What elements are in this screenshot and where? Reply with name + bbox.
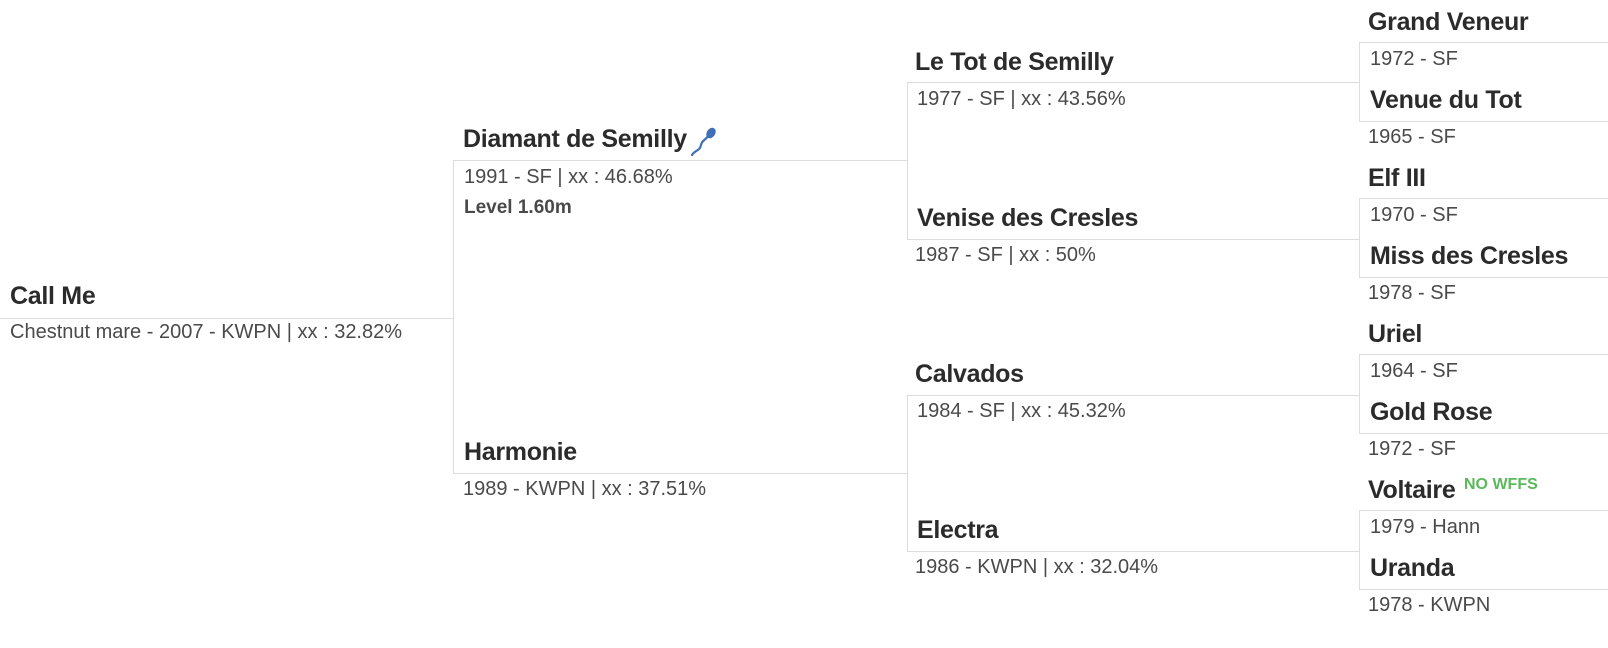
connector-line <box>907 82 908 240</box>
ggd-info: 1978 - KWPN <box>1368 594 1491 616</box>
stallion-sperm-icon <box>688 126 718 163</box>
sire-name[interactable]: Diamant de Semilly <box>463 125 687 153</box>
connector-line <box>453 160 907 161</box>
ggs-name[interactable]: Grand Veneur <box>1368 8 1529 36</box>
connector-line <box>1359 198 1608 199</box>
horse-info: Chestnut mare - 2007 - KWPN | xx : 32.82… <box>10 321 403 343</box>
ggs-name[interactable]: Voltaire <box>1368 476 1456 504</box>
connector-line <box>1359 42 1360 122</box>
connector-line <box>1359 433 1608 434</box>
connector-line <box>907 82 1359 83</box>
connector-line <box>1359 589 1608 590</box>
ggd-name[interactable]: Venue du Tot <box>1370 86 1522 114</box>
connector-line <box>1359 121 1608 122</box>
dam-dam-name[interactable]: Electra <box>917 516 999 544</box>
connector-line <box>907 395 1359 396</box>
ggd-name[interactable]: Gold Rose <box>1370 398 1493 426</box>
ggd-info: 1972 - SF <box>1368 438 1456 460</box>
no-wffs-badge: NO WFFS <box>1464 476 1538 493</box>
sire-sire-info: 1977 - SF | xx : 43.56% <box>917 88 1126 110</box>
dam-sire-name[interactable]: Calvados <box>915 360 1024 388</box>
connector-line <box>1359 354 1360 434</box>
connector-line <box>907 395 908 552</box>
connector-line <box>453 473 907 474</box>
connector-line <box>1359 42 1608 43</box>
ggs-info: 1979 - Hann <box>1370 516 1481 538</box>
connector-line <box>453 160 454 474</box>
sire-dam-info: 1987 - SF | xx : 50% <box>915 244 1096 266</box>
ggs-name[interactable]: Uriel <box>1368 320 1423 348</box>
dam-info: 1989 - KWPN | xx : 37.51% <box>463 478 707 500</box>
connector-line <box>1359 510 1360 590</box>
sire-level: Level 1.60m <box>464 197 572 218</box>
connector-line <box>0 318 454 319</box>
ggd-info: 1978 - SF <box>1368 282 1456 304</box>
ggd-name[interactable]: Miss des Cresles <box>1370 242 1569 270</box>
ggs-name[interactable]: Elf III <box>1368 164 1426 192</box>
ggd-name[interactable]: Uranda <box>1370 554 1455 582</box>
sire-dam-name[interactable]: Venise des Cresles <box>917 204 1139 232</box>
sire-sire-name[interactable]: Le Tot de Semilly <box>915 48 1114 76</box>
connector-line <box>907 551 1359 552</box>
connector-line <box>1359 510 1608 511</box>
ggs-info: 1972 - SF <box>1370 48 1458 70</box>
connector-line <box>1359 277 1608 278</box>
sire-info: 1991 - SF | xx : 46.68% <box>464 166 673 188</box>
ggs-info: 1964 - SF <box>1370 360 1458 382</box>
connector-line <box>1359 354 1608 355</box>
dam-dam-info: 1986 - KWPN | xx : 32.04% <box>915 556 1159 578</box>
ggs-info: 1970 - SF <box>1370 204 1458 226</box>
dam-sire-info: 1984 - SF | xx : 45.32% <box>917 400 1126 422</box>
horse-name[interactable]: Call Me <box>10 282 96 310</box>
ggd-info: 1965 - SF <box>1368 126 1456 148</box>
dam-name[interactable]: Harmonie <box>464 438 577 466</box>
connector-line <box>907 239 1359 240</box>
connector-line <box>1359 198 1360 278</box>
